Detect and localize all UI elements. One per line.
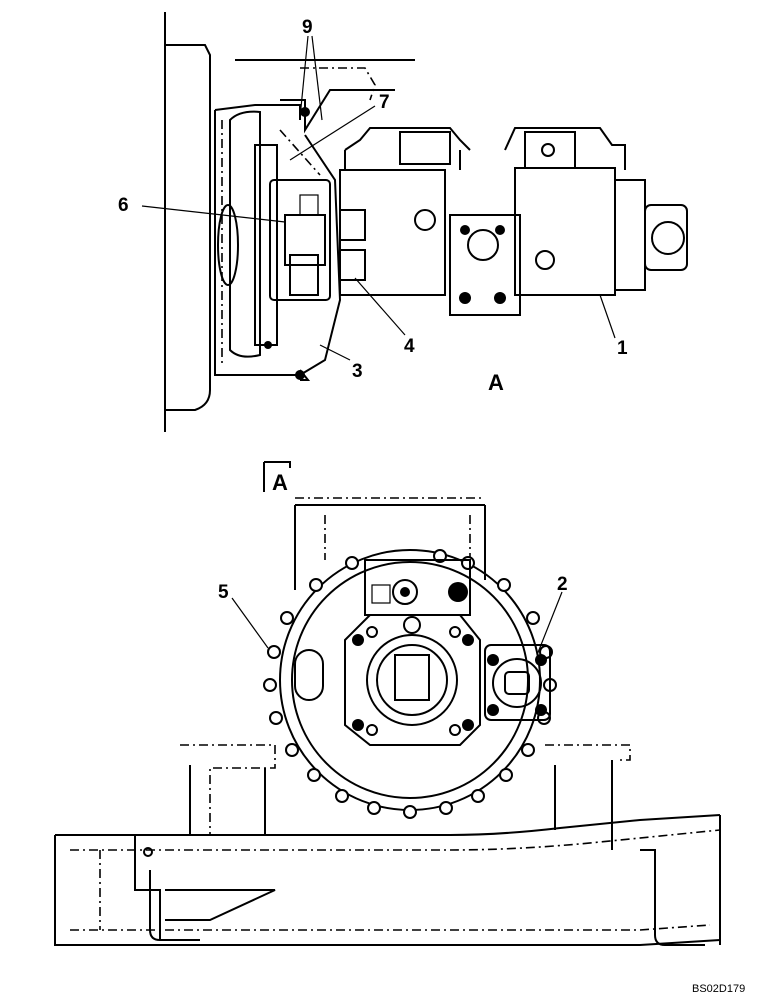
callout-2: 2 xyxy=(557,574,568,595)
callout-1: 1 xyxy=(617,338,628,359)
pump-side-view xyxy=(164,12,688,432)
section-marker-a: A xyxy=(272,470,288,495)
section-a-view xyxy=(54,461,721,946)
bottom-view-leaders xyxy=(231,591,563,656)
top-view-leaders xyxy=(141,35,616,361)
callout-5: 5 xyxy=(218,582,229,603)
callout-6: 6 xyxy=(118,195,129,216)
callout-9: 9 xyxy=(302,17,313,38)
callout-4: 4 xyxy=(404,336,415,357)
drawing-code: BS02D179 xyxy=(692,983,745,995)
view-label-a: A xyxy=(488,370,504,395)
callout-3: 3 xyxy=(352,361,363,382)
callout-7: 7 xyxy=(379,92,390,113)
ring-bolts xyxy=(263,549,557,819)
